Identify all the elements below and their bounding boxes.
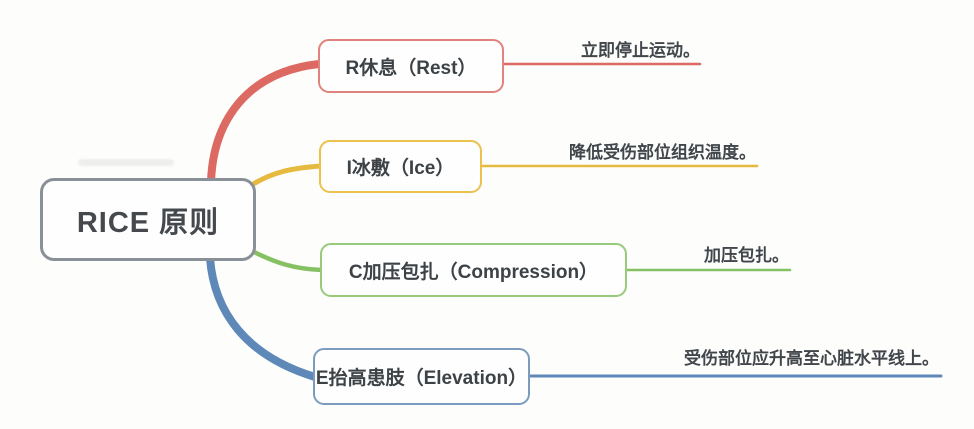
- curve-elevation: [206, 254, 319, 381]
- note-rest[interactable]: 立即停止运动。: [581, 41, 700, 60]
- curve-compression: [249, 248, 325, 273]
- note-elevation[interactable]: 受伤部位应升高至心脏水平线上。: [684, 349, 939, 368]
- note-ice[interactable]: 降低受伤部位组织温度。: [569, 143, 756, 162]
- node-ice[interactable]: I冰敷（Ice）: [319, 140, 482, 193]
- watermark-smudge: [78, 159, 174, 166]
- curve-ice: [247, 163, 324, 189]
- node-compression-label: C加压包扎（Compression）: [348, 261, 599, 283]
- note-compression[interactable]: 加压包扎。: [704, 246, 789, 265]
- node-rest[interactable]: R休息（Rest）: [318, 39, 504, 93]
- node-elevation[interactable]: E抬高患肢（Elevation）: [313, 348, 530, 405]
- node-rest-label: R休息（Rest）: [345, 57, 477, 79]
- root-node[interactable]: RICE 原则: [40, 178, 256, 261]
- root-label: RICE 原则: [76, 206, 220, 239]
- curve-rest: [207, 60, 323, 186]
- node-compression[interactable]: C加压包扎（Compression）: [320, 243, 627, 297]
- node-ice-label: I冰敷（Ice）: [346, 158, 455, 179]
- node-elevation-label: E抬高患肢（Elevation）: [315, 368, 528, 389]
